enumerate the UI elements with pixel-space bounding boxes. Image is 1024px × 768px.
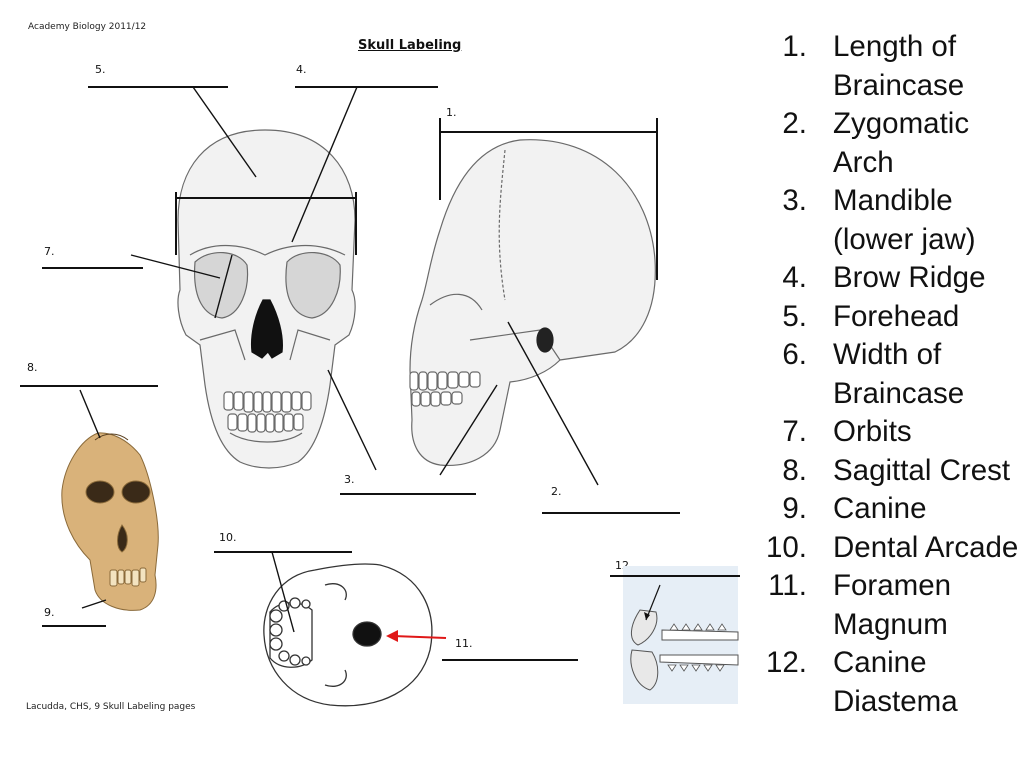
blank-label-2: 2. <box>551 485 562 498</box>
frontal-skull <box>177 129 356 469</box>
key-text: Width of Braincase <box>833 338 965 410</box>
key-text: Forehead <box>833 299 960 333</box>
key-text: Sagittal Crest <box>833 453 1011 487</box>
key-number: 8. <box>782 453 807 487</box>
key-item: 2. Zygomatic Arch <box>740 105 1024 182</box>
key-number: 3. <box>782 184 807 217</box>
canine-diastema-inset <box>623 566 739 704</box>
worksheet-footer: Lacudda, CHS, 9 Skull Labeling pages <box>26 702 196 712</box>
key-text: Dental Arcade <box>833 530 1019 564</box>
key-item: 3. Mandible (lower jaw) <box>740 182 1024 259</box>
key-text: Zygomatic Arch <box>833 107 970 179</box>
lateral-skull <box>409 139 656 467</box>
blank-label-8: 8. <box>27 361 38 374</box>
key-item: 6. Width of Braincase <box>740 336 1024 413</box>
key-text: Orbits <box>833 415 912 448</box>
key-item: 1. Length of Braincase <box>740 28 1024 105</box>
blank-label-3: 3. <box>344 473 355 486</box>
blank-label-11: 11. <box>455 637 473 650</box>
skull-diagram <box>20 86 740 707</box>
key-item: 5. Forehead <box>740 298 1024 337</box>
key-item: 4. Brow Ridge <box>740 259 1024 298</box>
key-item: 10. Dental Arcade <box>740 529 1024 568</box>
key-number: 12. <box>765 646 807 679</box>
key-item: 7. Orbits <box>740 413 1024 452</box>
key-item: 12. Canine Diastema <box>740 644 1024 721</box>
key-text: Length of Braincase <box>833 30 965 102</box>
key-number: 5. <box>782 299 807 333</box>
course-header: Academy Biology 2011/12 <box>28 22 147 32</box>
key-text: Canine <box>833 492 927 525</box>
key-text: Mandible (lower jaw) <box>833 184 976 256</box>
key-item: 11. Foramen Magnum <box>740 567 1024 644</box>
key-text: Canine Diastema <box>833 646 958 718</box>
key-text: Foramen Magnum <box>833 569 952 641</box>
blank-label-7: 7. <box>44 245 55 258</box>
key-number: 11. <box>768 569 807 602</box>
key-number: 6. <box>782 338 807 371</box>
key-number: 1. <box>782 30 807 63</box>
blank-label-1: 1. <box>446 106 457 119</box>
key-number: 7. <box>782 415 807 448</box>
key-number: 9. <box>782 492 807 525</box>
key-item: 8. Sagittal Crest <box>740 452 1024 491</box>
key-number: 10. <box>765 530 807 564</box>
answer-key: 1. Length of Braincase 2. Zygomatic Arch 3… <box>740 28 1024 721</box>
gorilla-skull <box>61 432 159 611</box>
key-number: 2. <box>782 107 807 140</box>
blank-label-10: 10. <box>219 531 237 544</box>
basal-skull <box>263 563 433 707</box>
worksheet-title: Skull Labeling <box>358 38 462 53</box>
blank-label-5: 5. <box>95 63 106 76</box>
blank-label-4: 4. <box>296 63 307 76</box>
key-text: Brow Ridge <box>833 261 986 294</box>
key-item: 9. Canine <box>740 490 1024 529</box>
key-number: 4. <box>782 261 807 294</box>
blank-label-9: 9. <box>44 606 55 619</box>
